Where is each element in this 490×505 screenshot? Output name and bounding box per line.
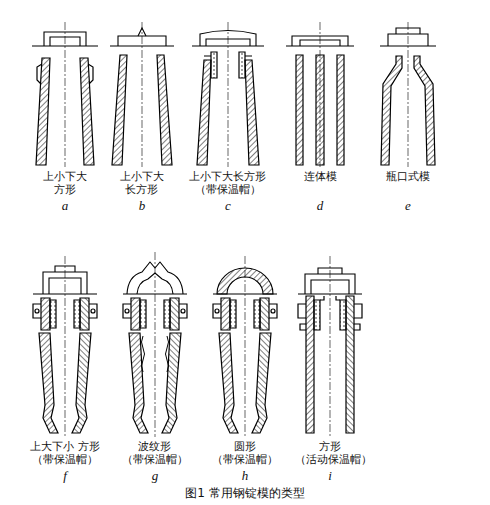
wavy-wall [142,336,169,372]
figure-letter: c [225,199,231,212]
mold-type-label: 上小下大 长方形 [118,170,165,196]
figure-letter: a [62,199,69,212]
figure-letter: i [328,469,332,482]
figure-letter: b [139,199,146,212]
mold-section [36,52,435,165]
mold-section [33,296,362,433]
hot-top-cap [33,262,362,294]
mold-type-label: 圆形 （带保温帽） [210,440,279,466]
figure-letter: f [63,469,67,482]
figure-letter: h [242,469,249,482]
figure-letter: d [317,199,324,212]
figure-letter: g [152,469,159,482]
mold-type-label: 上小下大长方形 （带保温帽） [188,170,268,196]
mold-type-label: 上小下大 方形 [41,170,88,196]
mold-type-label: 上大下小 方形（带保温帽） [19,440,110,466]
mold-type-label: 瓶口式模 [386,170,430,183]
cap-view [32,28,436,46]
figure-letter: e [405,199,411,212]
figure-caption: 图1 常用钢锭模的类型 [185,487,304,500]
mold-type-label: 方形 （活动保温帽） [295,440,364,466]
mold-type-label: 连体模 [304,170,337,183]
mold-type-label: 波纹形 （带保温帽） [120,440,189,466]
center-line [65,22,408,437]
